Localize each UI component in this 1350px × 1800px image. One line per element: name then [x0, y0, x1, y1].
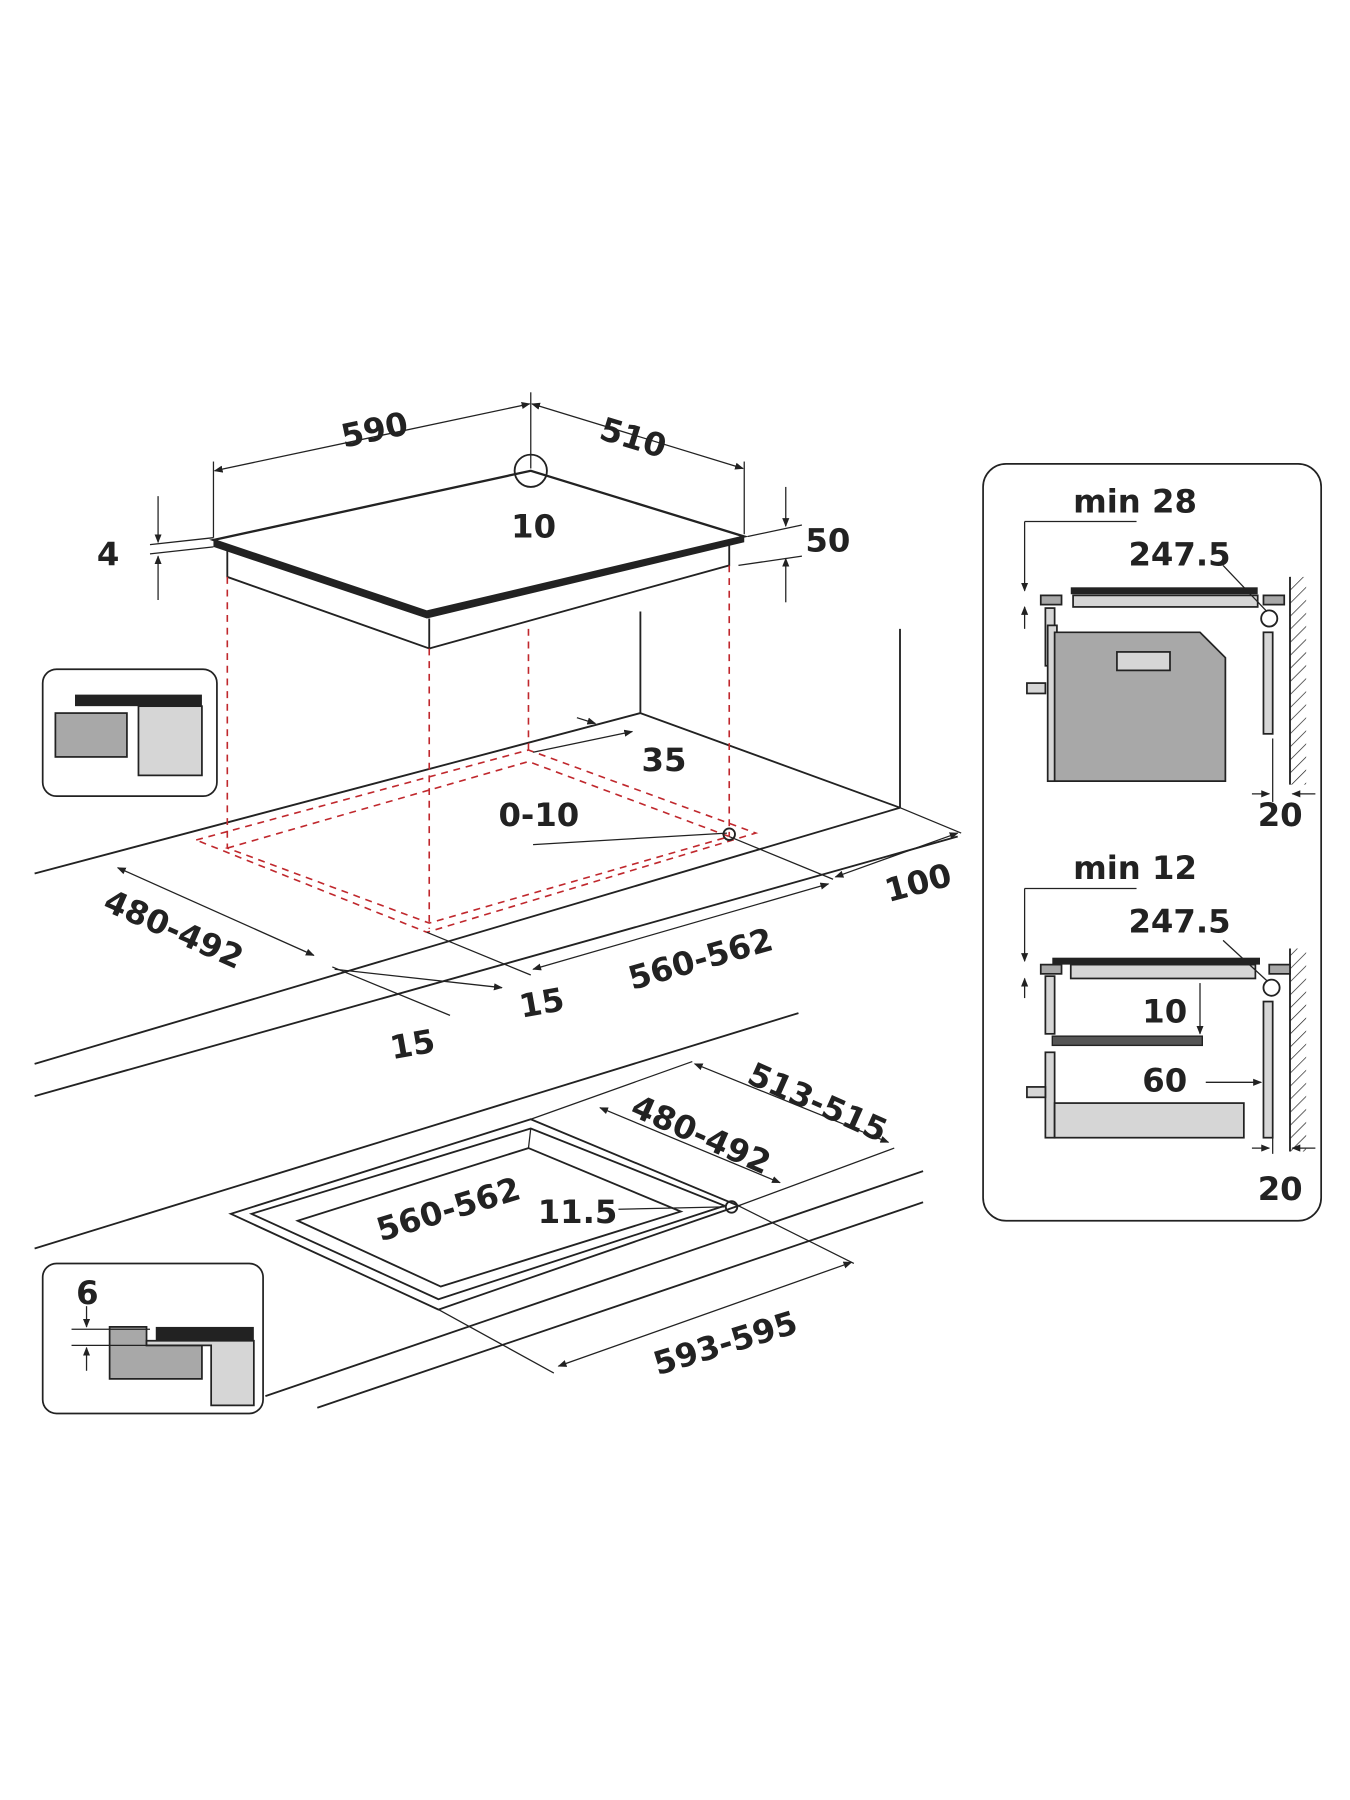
- hob-drawing: [149, 392, 803, 650]
- glass-thickness-label: 4: [97, 535, 119, 573]
- hob-height-label: 50: [805, 522, 850, 560]
- top-wall-gap-label: 20: [1258, 796, 1303, 834]
- cutout-width-label: 560-562: [624, 920, 777, 997]
- bottom-wall-gap-label: 20: [1258, 1170, 1303, 1208]
- hob-width-label: 590: [338, 404, 412, 455]
- corner-radius-marker: [513, 453, 548, 488]
- hob-radius-label: 10: [511, 508, 556, 546]
- tolerance-label: 0-10: [498, 796, 579, 834]
- back-gap-label: 35: [642, 741, 687, 779]
- inset-flush: [41, 1262, 264, 1415]
- outer-depth-label: 513-515: [742, 1055, 893, 1150]
- hob-depth-label: 510: [595, 410, 671, 466]
- inset-undermount: [41, 668, 218, 798]
- radius-label: 11.5: [538, 1193, 618, 1231]
- side-panel: min 28 247.5 20 mi: [982, 462, 1323, 1222]
- hob-glass-edge: [213, 536, 745, 619]
- top-clearance-label: 247.5: [1128, 535, 1230, 573]
- top-min-label: min 28: [1073, 482, 1197, 520]
- bottom-clearance-label: 247.5: [1128, 902, 1230, 940]
- hob-glass-top: [209, 469, 749, 613]
- horizontal-gap-label: 60: [1142, 1062, 1187, 1100]
- worktop-lower: [34, 1012, 924, 1409]
- outer-width-label: 593-595: [649, 1303, 802, 1383]
- drawer-under-hob-section: [1021, 887, 1316, 1154]
- recess-depth-label: 6: [76, 1274, 98, 1312]
- vertical-gap-label: 10: [1142, 992, 1187, 1030]
- wall-clearance-label: 100: [881, 856, 956, 910]
- cutout-depth-label: 480-492: [98, 882, 249, 977]
- front-offset-a-label: 15: [516, 980, 567, 1025]
- oven-under-hob-section: [1021, 520, 1316, 802]
- worktop-upper: [34, 565, 962, 1098]
- bottom-min-label: min 12: [1073, 849, 1197, 887]
- inner-width-label: 560-562: [372, 1170, 525, 1250]
- front-offset-b-label: 15: [387, 1022, 438, 1067]
